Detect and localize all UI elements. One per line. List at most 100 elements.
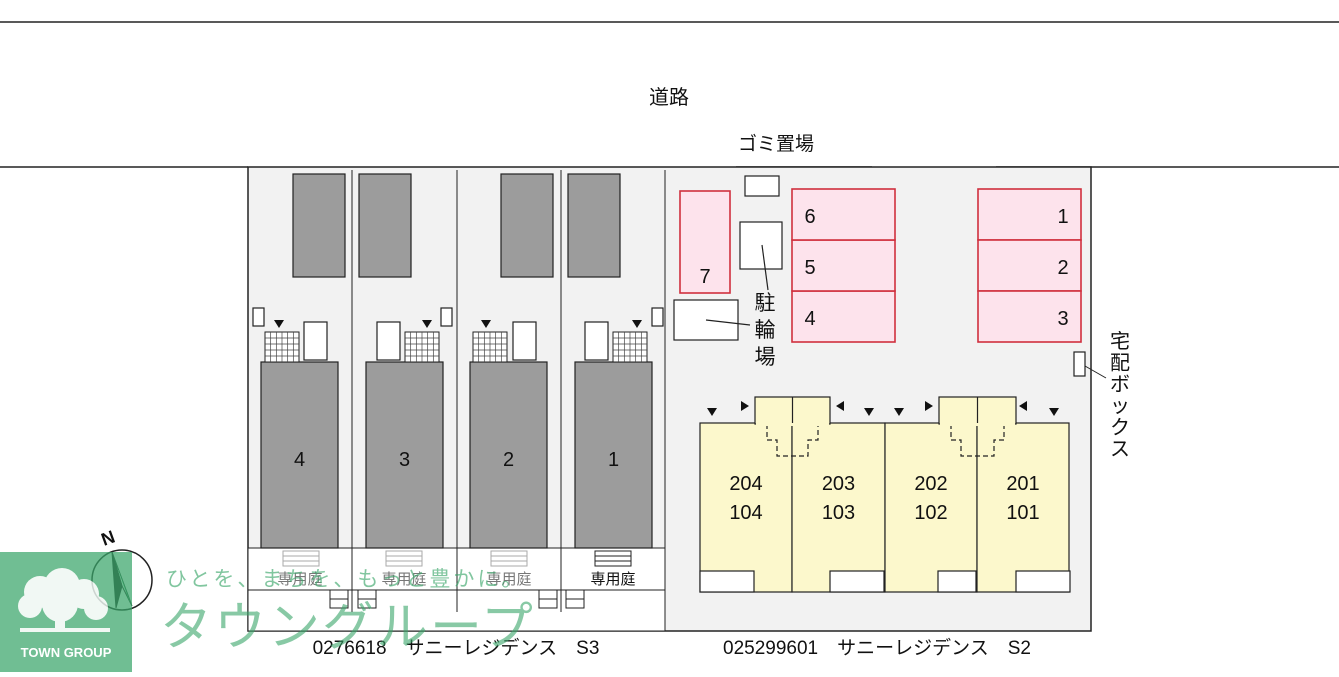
garden-step <box>594 550 632 567</box>
parking-number: 3 <box>1057 308 1068 330</box>
unit-upper-number: 202 <box>914 473 947 495</box>
garden-label: 専用庭 <box>381 571 426 588</box>
parking-number: 7 <box>699 266 710 288</box>
house-number-label: 2 <box>503 449 514 471</box>
watermark-brand: タウングループ <box>160 599 535 657</box>
garden-label: 専用庭 <box>486 571 531 588</box>
porch-grid <box>264 331 300 363</box>
parking-space-1: 1 <box>977 188 1082 241</box>
lot-dividers <box>351 170 666 631</box>
bicycle-label: 駐輪場 <box>755 292 776 369</box>
house-3: 3 <box>365 361 444 549</box>
svg-text:ス: ス <box>1110 439 1130 461</box>
svg-text:場: 場 <box>755 346 776 369</box>
garden-step <box>385 550 423 567</box>
svg-text:ボ: ボ <box>1110 373 1130 396</box>
house-building <box>260 361 339 549</box>
stair-alcove <box>754 396 831 457</box>
entrance-arrow <box>481 320 491 328</box>
parking-number: 1 <box>1057 206 1068 228</box>
garden-step <box>282 550 320 567</box>
house-1: 1 <box>574 361 653 549</box>
house-number-label: 4 <box>294 449 305 471</box>
garden-labels: 専用庭 専用庭 専用庭 専用庭 <box>277 571 635 588</box>
house-building <box>365 361 444 549</box>
lower-storage-boxes <box>329 589 585 609</box>
entrance-arrow <box>632 320 642 328</box>
entrance-arrow <box>422 320 432 328</box>
watermark: TOWN GROUP ひとを、まちを、もっと豊かに。 タウングループ <box>0 552 535 672</box>
garbage-station <box>744 175 780 197</box>
entrance-arrow <box>274 320 284 328</box>
unit-lower-number: 102 <box>914 502 947 524</box>
svg-text:ク: ク <box>1110 416 1130 439</box>
parking-space-3: 3 <box>977 290 1082 343</box>
unit-storage <box>829 570 885 593</box>
road-label: 道路 <box>649 86 689 109</box>
apartment-entrance-arrow <box>707 408 717 416</box>
garden-label: 専用庭 <box>277 571 322 588</box>
parking-number: 5 <box>804 257 815 279</box>
parking-space-2: 2 <box>977 239 1082 292</box>
unit-lower-number: 103 <box>822 502 855 524</box>
unit-storage <box>699 570 755 593</box>
garden-step <box>490 550 528 567</box>
house-parking <box>292 173 621 278</box>
stair-alcove <box>938 396 1017 457</box>
delivery-box-leader <box>1084 365 1107 379</box>
bicycle-parking <box>673 221 783 341</box>
apartment-entrance-arrow <box>925 401 933 411</box>
porch-grid <box>472 331 508 363</box>
svg-text:駐: 駐 <box>755 292 776 315</box>
garbage-label: ゴミ置場 <box>738 133 814 155</box>
unit-storage <box>1015 570 1071 593</box>
delivery-box <box>1073 351 1086 377</box>
parking-space-7: 7 <box>679 190 731 294</box>
parking-space-5: 5 <box>791 239 896 292</box>
porch-grid <box>612 331 648 363</box>
apartment-entrance-arrow <box>1019 401 1027 411</box>
garden-steps <box>282 550 632 567</box>
tree-icon <box>18 568 110 632</box>
watermark-logo-text: TOWN GROUP <box>21 645 112 660</box>
house-entrance-details <box>252 307 664 361</box>
svg-text:配: 配 <box>1110 353 1130 375</box>
parking-number: 6 <box>804 206 815 228</box>
watermark-tagline: ひとを、まちを、もっと豊かに。 <box>166 568 525 591</box>
property-label-s3: 0276618 サニーレジデンス S3 <box>313 637 600 659</box>
house-number-label: 3 <box>399 449 410 471</box>
house-4: 4 <box>260 361 339 549</box>
garden-label: 専用庭 <box>590 571 635 588</box>
porch-grid <box>404 331 440 363</box>
bicycle-label-text: 駐輪場 <box>755 292 776 369</box>
unit-upper-number: 204 <box>729 473 762 495</box>
apartment-entrance-arrow <box>1049 408 1059 416</box>
unit-lower-number: 104 <box>729 502 762 524</box>
unit-storage <box>937 570 977 593</box>
house-porch-grids <box>264 331 648 363</box>
parking-spaces: 1 2 3 4 5 6 7 <box>679 188 1082 343</box>
parking-space-6: 6 <box>791 188 896 241</box>
parking-space-4: 4 <box>791 290 896 343</box>
unit-upper-number: 201 <box>1006 473 1039 495</box>
svg-text:宅: 宅 <box>1110 330 1130 353</box>
apartment-entrance-arrow <box>836 401 844 411</box>
house-number-label: 1 <box>608 449 619 471</box>
house-2: 2 <box>469 361 548 549</box>
parking-number: 4 <box>804 308 815 330</box>
unit-lower-number: 101 <box>1006 502 1039 524</box>
apartment-entrance-arrow <box>864 408 874 416</box>
property-label-s2: 025299601 サニーレジデンス S2 <box>723 637 1031 659</box>
house-building <box>469 361 548 549</box>
unit-upper-number: 203 <box>822 473 855 495</box>
apartment-entrance-arrow <box>741 401 749 411</box>
